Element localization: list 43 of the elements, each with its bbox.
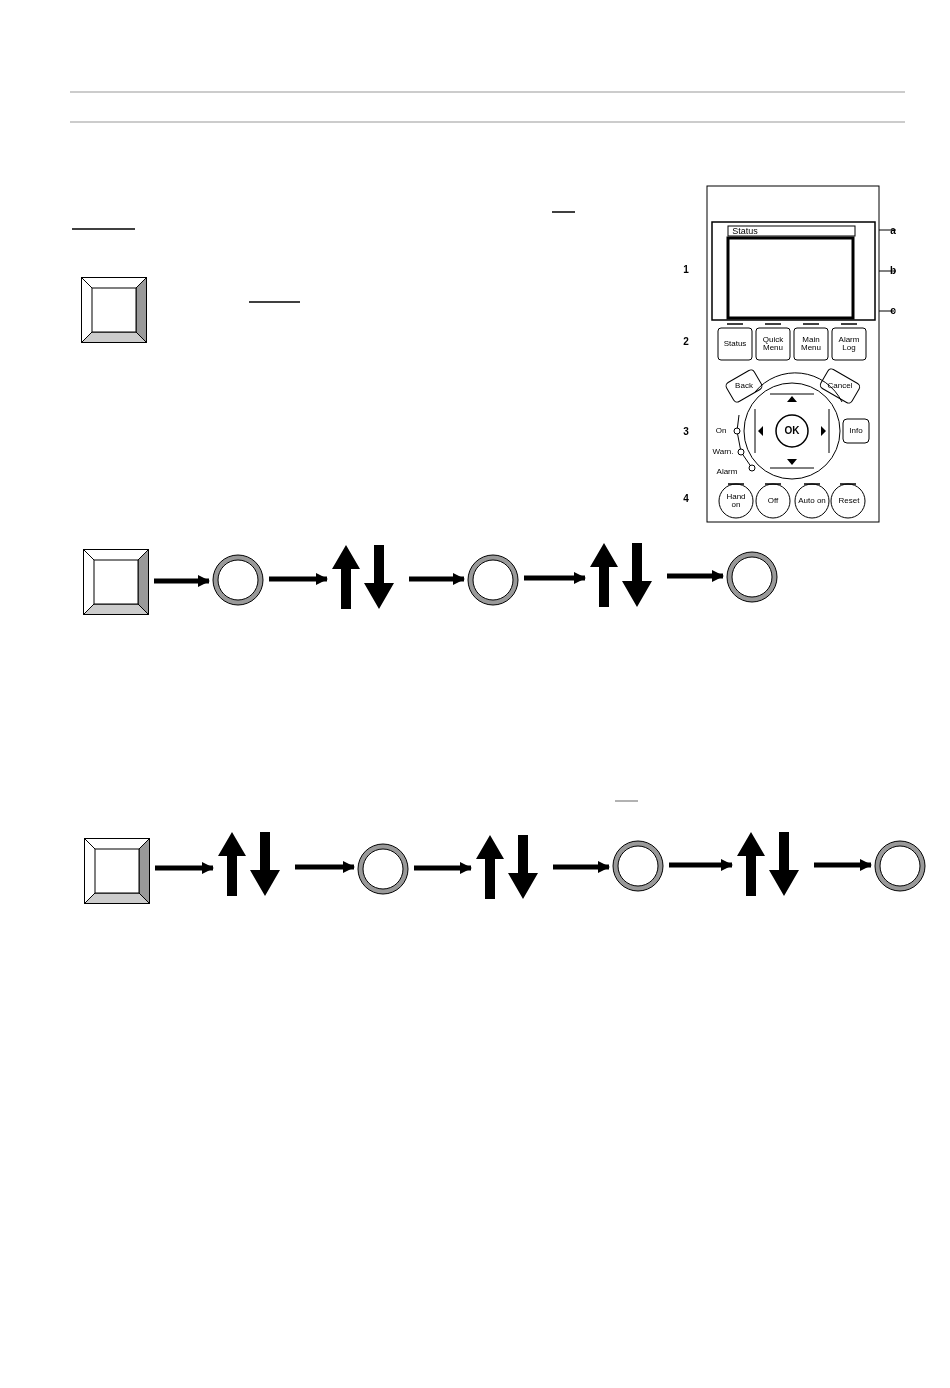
round-button-icon <box>357 843 409 895</box>
key-label: Hand on <box>725 493 747 509</box>
key-label: OK <box>784 426 800 436</box>
callout-number: 2 <box>683 337 689 347</box>
key-label: Back <box>735 382 753 390</box>
arrow <box>669 859 733 871</box>
key-label: Main Menu <box>800 336 822 352</box>
key-label: Reset <box>838 497 860 505</box>
round-button-icon <box>212 554 264 606</box>
arrow <box>295 861 355 873</box>
callout-letter: c <box>890 306 896 316</box>
led-label: On <box>715 427 727 435</box>
callout-number: 1 <box>683 265 689 275</box>
display-title: Status <box>732 226 758 236</box>
led-label: Warn. <box>712 448 734 456</box>
key-label: Alarm Log <box>837 336 861 352</box>
key-label: Auto on <box>797 497 827 505</box>
key-label: Cancel <box>827 382 853 390</box>
callout-letter: a <box>890 226 896 236</box>
key-button-icon <box>83 549 149 615</box>
key-label: Quick Menu <box>761 336 785 352</box>
round-button-icon <box>612 840 664 892</box>
callout-letter: b <box>889 266 897 276</box>
arrow <box>155 862 214 874</box>
round-button-icon <box>467 554 519 606</box>
led-label: Alarm <box>716 468 738 476</box>
arrow <box>409 573 465 585</box>
arrow <box>814 859 872 871</box>
round-button-icon <box>726 551 778 603</box>
arrow <box>524 572 586 584</box>
key-label: Info <box>849 427 863 435</box>
arrow <box>414 862 472 874</box>
key-button-icon <box>84 838 150 904</box>
callout-number: 3 <box>683 427 689 437</box>
key-label: Status <box>723 340 747 348</box>
key-label: Off <box>767 497 779 505</box>
key-button-icon <box>81 277 147 343</box>
callout-number: 4 <box>683 494 689 504</box>
arrow <box>667 570 724 582</box>
arrow <box>553 861 610 873</box>
arrow <box>269 573 328 585</box>
round-button-icon <box>874 840 926 892</box>
arrow <box>154 575 210 587</box>
